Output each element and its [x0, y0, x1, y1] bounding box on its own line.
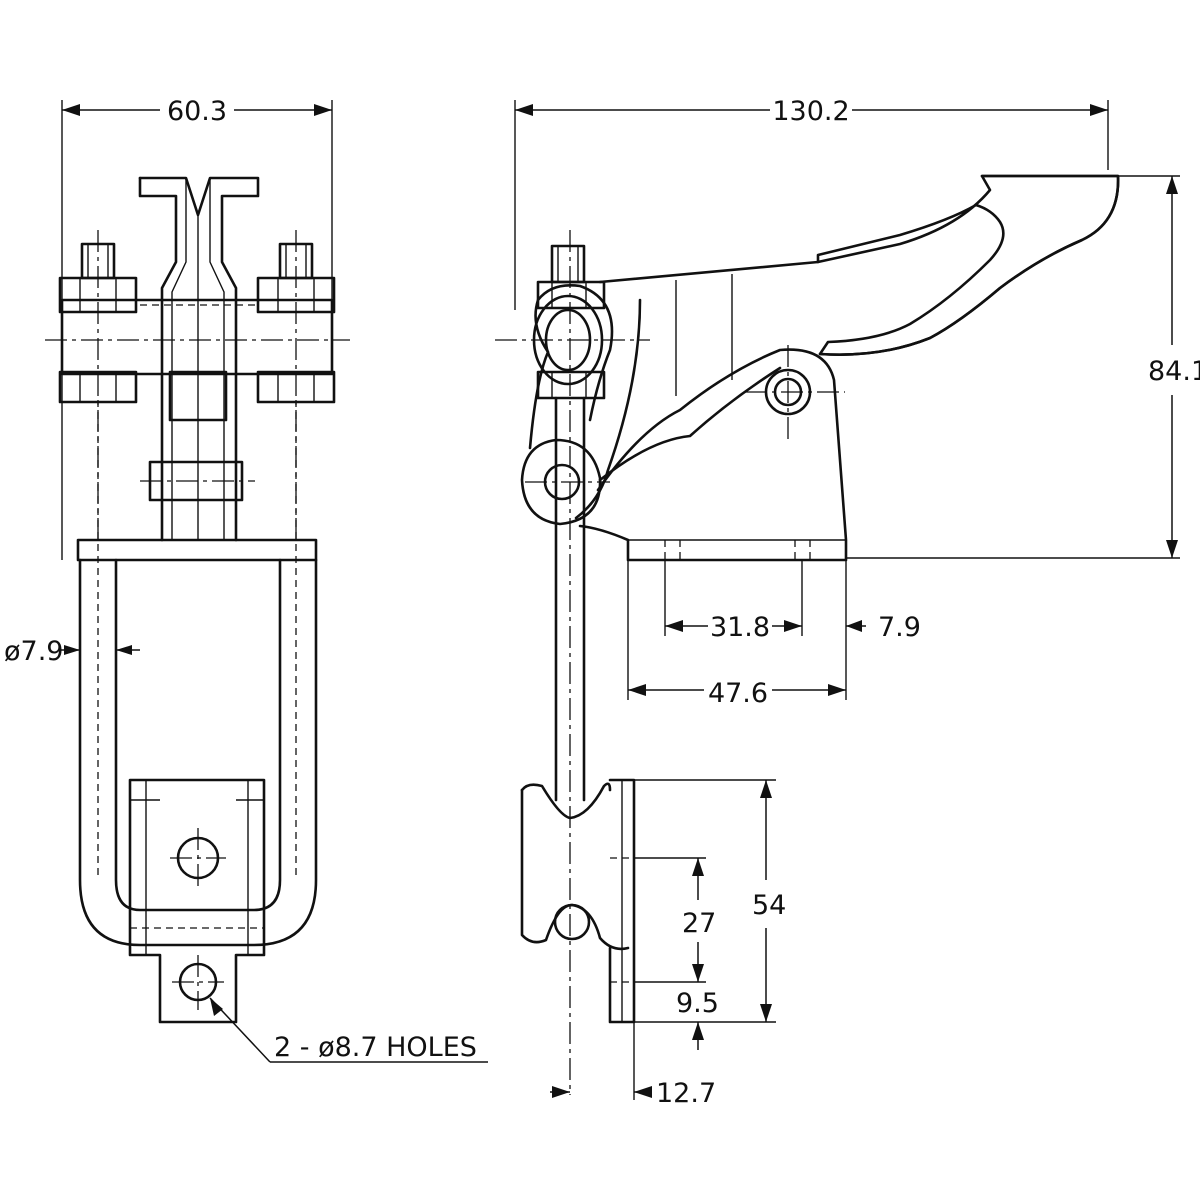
dim-overall-height: 84.1 [1148, 356, 1200, 387]
side-view [495, 100, 1180, 1095]
dim-front-width: 60.3 [167, 96, 227, 127]
dim-catch-offset: 12.7 [656, 1078, 716, 1109]
dim-base-hole-edge: 7.9 [878, 612, 921, 643]
dim-base-hole-spacing: 31.8 [710, 612, 770, 643]
dim-rod-diameter: ø7.9 [4, 636, 63, 667]
dimension-lines [58, 104, 1178, 1100]
dim-catch-height: 54 [752, 890, 786, 921]
front-view [45, 100, 350, 1024]
dim-overall-length: 130.2 [772, 96, 849, 127]
dim-catch-hole-edge: 9.5 [676, 988, 719, 1019]
callout-holes: 2 - ø8.7 HOLES [274, 1032, 477, 1063]
dim-base-length: 47.6 [708, 678, 768, 709]
dim-catch-hole-spacing: 27 [682, 908, 716, 939]
dimension-labels: 60.3 130.2 84.1 ø7.9 31.8 7.9 47.6 54 27… [4, 96, 1200, 1109]
